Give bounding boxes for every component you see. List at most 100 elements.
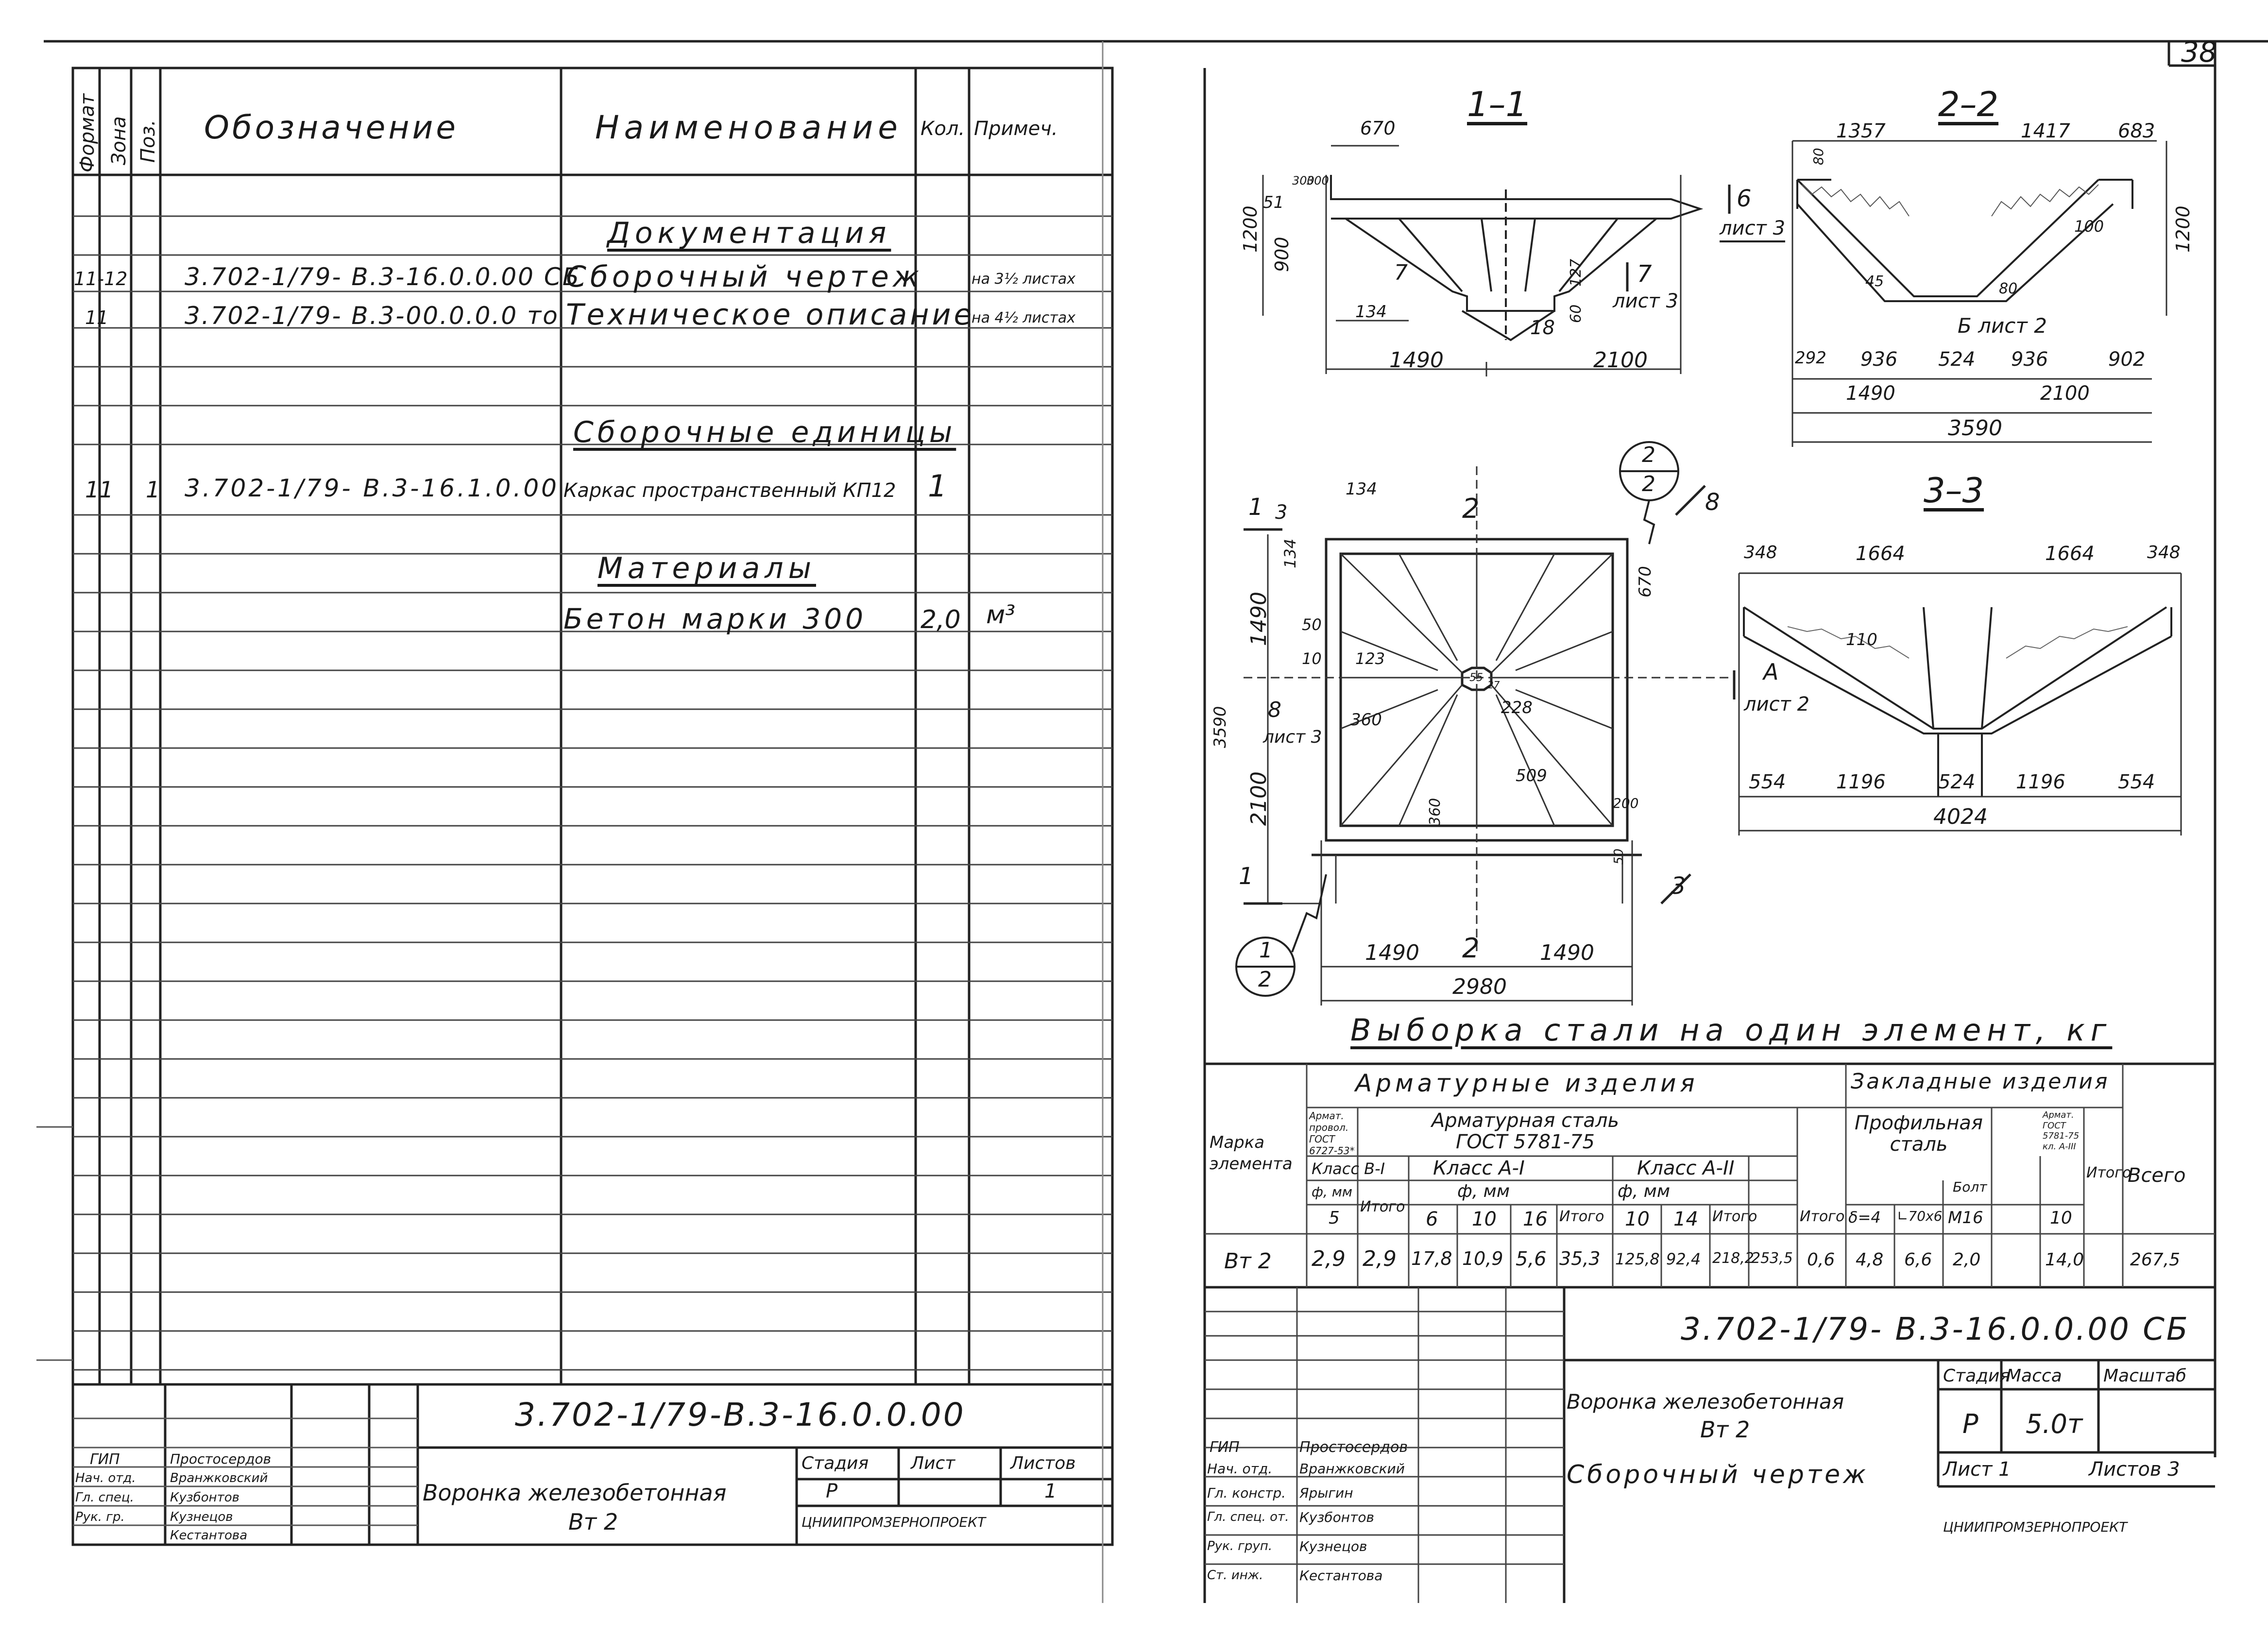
s11-dim-60: 60	[1568, 304, 1585, 323]
steel-val-0: 2,9	[1312, 1246, 1346, 1271]
s22-dim-683: 683	[2118, 120, 2155, 142]
plan-dim-55: 55	[1469, 672, 1483, 684]
s11-dim-1490: 1490	[1389, 348, 1444, 373]
left-tb-role-0: ГИП	[90, 1451, 120, 1468]
steel-val-11: 4,8	[1856, 1250, 1884, 1270]
steel-h-class-a1: Класс А-I	[1433, 1157, 1525, 1179]
steel-val-10: 0,6	[1807, 1250, 1835, 1270]
steel-val-12: 6,6	[1904, 1250, 1932, 1270]
s33-dim-1196b: 1196	[2016, 771, 2065, 793]
section-documentation: Документация	[607, 216, 891, 250]
s22-dim-524: 524	[1938, 348, 1976, 371]
s22-dim-100: 100	[2074, 217, 2104, 236]
right-tb-stage: Р	[1962, 1409, 1978, 1439]
s33-dim-524: 524	[1938, 771, 1976, 793]
s11-dim-134: 134	[1355, 302, 1387, 322]
header-zone: Зона	[108, 116, 130, 165]
steel-h-dia-2: ф, мм	[1457, 1181, 1510, 1201]
right-tb-org: ЦНИИПРОМЗЕРНОПРОЕКТ	[1943, 1519, 2128, 1535]
plan-dim-509: 509	[1516, 766, 1547, 785]
s11-dim-300a: 300	[1292, 174, 1314, 188]
s22-dim-292: 292	[1795, 348, 1826, 368]
left-tb-name-0: Простосердов	[170, 1451, 272, 1467]
s22-mark-b: Б лист 2	[1958, 314, 2047, 338]
steel-h-bolt: Болт	[1953, 1179, 1987, 1195]
s22-dim-1200: 1200	[2172, 205, 2194, 253]
plan-dim-2980: 2980	[1452, 974, 1507, 999]
plan-mark-8b: 8	[1705, 489, 1720, 516]
plan-dim-50: 50	[1302, 615, 1322, 634]
steel-val-4: 5,6	[1516, 1248, 1547, 1270]
left-tb-name-1: Вранжковский	[170, 1471, 268, 1485]
steel-h-total-4: Итого	[1800, 1208, 1845, 1225]
plan-dim-134a: 134	[1346, 479, 1377, 499]
row3-pos: 1	[146, 477, 160, 503]
steel-size-6: δ=4	[1848, 1208, 1881, 1227]
s33-dim-348a: 348	[1744, 543, 1777, 563]
steel-h-total-3: Итого	[1712, 1208, 1757, 1225]
s22-dim-936a: 936	[1860, 348, 1898, 371]
right-tb-mass: 5.0т	[2026, 1409, 2083, 1439]
right-tb-name-0: Простосердов	[1299, 1439, 1408, 1456]
plan-dim-360a: 360	[1350, 710, 1382, 730]
s33-dim-4024: 4024	[1933, 804, 1988, 829]
s11-mark-sheet3a: лист 3	[1720, 217, 1786, 239]
s33-dim-1664a: 1664	[1856, 543, 1905, 565]
plan-dim-670: 670	[1636, 566, 1655, 597]
steel-val-14: 14,0	[2045, 1250, 2084, 1270]
section-3-3-label: 3–3	[1924, 471, 1984, 511]
left-tb-title-2: Вт 2	[568, 1509, 618, 1535]
header-qty: Кол.	[921, 118, 965, 140]
s22-dim-3590: 3590	[1948, 416, 2002, 441]
steel-size-0: 5	[1329, 1208, 1340, 1228]
header-pos: Поз.	[137, 119, 159, 163]
row1-name: Сборочный чертеж	[566, 260, 923, 294]
steel-h-embedded: Закладные изделия	[1851, 1069, 2110, 1094]
row3-name: Каркас пространственный КП12	[563, 479, 896, 502]
s22-dim-1490: 1490	[1846, 382, 1895, 405]
right-tb-name-2: Ярыгин	[1299, 1485, 1353, 1501]
callout-1-top: 1	[1259, 938, 1273, 963]
left-tb-name-2: Кузбонтов	[170, 1490, 239, 1505]
row3-format: 11	[85, 477, 114, 503]
steel-h-armat-gost: Армат. ГОСТ 5781-75 кл. А-III	[2043, 1110, 2080, 1152]
s11-dim-1200: 1200	[1240, 205, 1261, 253]
section-1-1-label: 1–1	[1467, 85, 1528, 124]
plan-dim-10: 10	[1302, 649, 1322, 668]
left-tb-role-1: Нач. отд.	[75, 1471, 136, 1485]
steel-h-class-b1: Класс В-I	[1312, 1160, 1385, 1178]
s22-dim-80: 80	[1810, 148, 1826, 165]
steel-val-9: 253,5	[1751, 1250, 1793, 1267]
left-tb-role-2: Гл. спец.	[75, 1490, 134, 1505]
header-note: Примеч.	[974, 118, 1058, 140]
steel-h-total-5: Итого	[2086, 1164, 2132, 1181]
plan-mark-1b: 1	[1239, 863, 1254, 890]
left-tb-sheets: 1	[1044, 1480, 1057, 1502]
steel-title: Выборка стали на один элемент, кг	[1350, 1012, 2113, 1048]
s33-dim-554a: 554	[1749, 771, 1786, 793]
row4-qty: 2,0	[921, 605, 961, 634]
steel-h-armature: Арматурные изделия	[1355, 1069, 1699, 1097]
left-tb-name-4: Кестантова	[170, 1528, 248, 1543]
plan-dim-1490c: 1490	[1540, 940, 1594, 965]
steel-size-4: 10	[1625, 1208, 1650, 1230]
row4-name: Бетон марки 300	[563, 602, 867, 635]
left-tb-sheets-label: Листов	[1010, 1453, 1076, 1473]
sheet-number: 38	[2181, 35, 2217, 68]
right-tb-mass-label: Масса	[2006, 1366, 2062, 1386]
row4-note: м³	[986, 600, 1016, 630]
steel-size-8: М16	[1948, 1208, 1983, 1228]
right-tb-role-0: ГИП	[1210, 1439, 1240, 1456]
steel-h-total-2: Итого	[1559, 1208, 1604, 1225]
row1-designation: 3.702-1/79- В.3-16.0.0.00 СБ	[185, 263, 581, 291]
left-tb-role-3: Рук. гр.	[75, 1510, 125, 1524]
row2-designation: 3.702-1/79- В.3-00.0.0.0 то	[185, 302, 559, 330]
s33-mark-a: А	[1763, 659, 1779, 685]
steel-val-3: 10,9	[1462, 1248, 1503, 1269]
s22-dim-1357: 1357	[1836, 120, 1886, 142]
right-tb-name-5: Кестантова	[1299, 1568, 1383, 1584]
s11-dim-670: 670	[1360, 118, 1396, 139]
header-name: Наименование	[595, 109, 903, 146]
right-tb-role-1: Нач. отд.	[1207, 1461, 1273, 1477]
steel-h-mark: Марка элемента	[1210, 1133, 1293, 1174]
